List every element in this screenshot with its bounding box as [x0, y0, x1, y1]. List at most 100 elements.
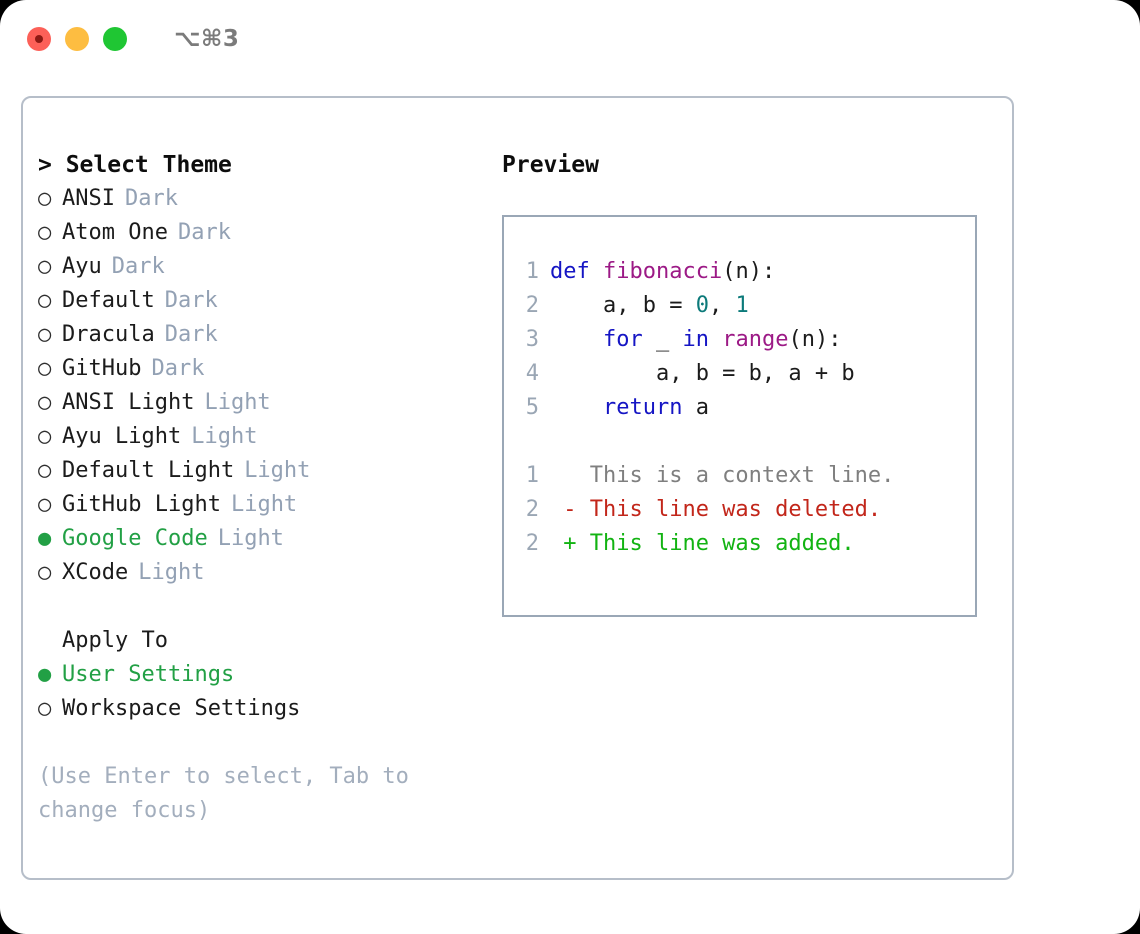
code-token-punc: (n): [722, 259, 776, 284]
code-token-pl: a, b = [550, 293, 696, 318]
theme-variant-tag: Light [204, 390, 271, 415]
diff-line-text: + This line was added. [550, 531, 855, 556]
code-token-pl [709, 327, 722, 352]
code-token-fn: range [722, 327, 789, 352]
theme-option-label: GitHub Light [62, 492, 221, 517]
code-line-text: a, b = 0, 1 [550, 289, 749, 323]
code-token-kw: for [550, 327, 643, 352]
theme-option-label: Dracula [62, 322, 155, 347]
theme-variant-tag: Dark [124, 186, 178, 211]
code-line-number: 2 [525, 293, 539, 318]
apply-to-option-list[interactable]: ● User Settings ○Workspace Settings [38, 658, 498, 726]
diff-line-text: This is a context line. [550, 463, 895, 488]
radio-unselected-icon[interactable]: ○ [38, 458, 52, 483]
code-token-punc: (n): [788, 327, 842, 352]
theme-variant-tag: Dark [111, 254, 165, 279]
theme-variant-tag: Light [244, 458, 311, 483]
code-line-number: 4 [525, 361, 539, 386]
radio-unselected-icon[interactable]: ○ [38, 390, 52, 415]
minimize-window-icon[interactable] [65, 27, 89, 51]
diff-line-ctx: 1 This is a context line. [504, 459, 975, 493]
theme-variant-tag: Dark [151, 356, 205, 381]
select-theme-heading: > Select Theme [38, 152, 232, 178]
code-token-pl: _ [642, 327, 683, 352]
radio-unselected-icon[interactable]: ○ [38, 322, 52, 347]
code-line: 4 a, b = b, a + b [504, 357, 975, 391]
radio-unselected-icon[interactable]: ○ [38, 560, 52, 585]
radio-unselected-icon[interactable]: ○ [38, 186, 52, 211]
theme-option-github-light[interactable]: ○ GitHub Light Light [38, 488, 498, 522]
theme-variant-tag: Dark [164, 322, 218, 347]
radio-unselected-icon[interactable]: ○ [38, 288, 52, 313]
code-line-text: a, b = b, a + b [550, 357, 855, 391]
theme-option-label: XCode [62, 560, 129, 585]
theme-variant-tag: Light [230, 492, 298, 517]
theme-variant-tag: Dark [177, 220, 231, 245]
code-line: 5 return a [504, 391, 975, 425]
code-line-text: for _ in range(n): [550, 323, 841, 357]
preview-heading: Preview [502, 152, 599, 178]
diff-line-add: 2 + This line was added. [504, 527, 975, 561]
radio-unselected-icon[interactable]: ○ [38, 356, 52, 381]
diff-line-text: - This line was deleted. [550, 497, 882, 522]
theme-option-dracula[interactable]: ○ Dracula Dark [38, 318, 498, 352]
theme-option-label: ANSI [62, 186, 115, 211]
code-line-number: 1 [525, 259, 539, 284]
theme-option-default-light[interactable]: ○ Default Light Light [38, 454, 498, 488]
close-window-icon[interactable] [27, 27, 51, 51]
apply-to-option-label: User Settings [62, 662, 235, 687]
theme-option-label: Ayu Light [62, 424, 182, 449]
theme-option-label: Default [62, 288, 155, 313]
theme-option-github[interactable]: ○ GitHub Dark [38, 352, 498, 386]
section-spacer [38, 590, 498, 624]
code-token-kw: in [682, 327, 709, 352]
theme-option-ayu[interactable]: ○ Ayu Dark [38, 250, 498, 284]
code-token-fn: fibonacci [602, 259, 723, 284]
theme-option-xcode[interactable]: ○ XCode Light [38, 556, 498, 590]
diff-sample: 1 This is a context line. 2 - This line w… [504, 459, 975, 561]
apply-to-option-user-settings[interactable]: ● User Settings [38, 658, 498, 692]
radio-selected-icon[interactable]: ● [38, 526, 52, 551]
radio-selected-icon[interactable]: ● [38, 662, 52, 687]
theme-option-label: Default Light [62, 458, 235, 483]
code-token-kw: def [550, 259, 603, 284]
code-line-number: 5 [525, 395, 539, 420]
code-token-kw: return [550, 395, 683, 420]
theme-option-label: GitHub [62, 356, 142, 381]
apply-to-option-workspace-settings[interactable]: ○Workspace Settings [38, 692, 498, 726]
theme-option-ansi[interactable]: ○ ANSI Dark [38, 182, 498, 216]
radio-unselected-icon[interactable]: ○ [38, 492, 52, 517]
maximize-window-icon[interactable] [103, 27, 127, 51]
code-line-number: 3 [525, 327, 539, 352]
diff-line-number: 2 [525, 531, 539, 556]
keyboard-shortcut-label: ⌥⌘3 [174, 26, 240, 52]
radio-unselected-icon[interactable]: ○ [38, 424, 52, 449]
radio-unselected-icon[interactable]: ○ [38, 696, 52, 721]
code-line: 1 def fibonacci(n): [504, 255, 975, 289]
radio-unselected-icon[interactable]: ○ [38, 254, 52, 279]
code-line-text: def fibonacci(n): [550, 255, 775, 289]
traffic-lights [27, 27, 127, 51]
radio-unselected-icon[interactable]: ○ [38, 220, 52, 245]
code-line: 3 for _ in range(n): [504, 323, 975, 357]
theme-variant-tag: Light [138, 560, 205, 585]
code-token-pl: , [708, 293, 736, 318]
code-token-pl: a [682, 395, 709, 420]
code-diff-spacer [504, 425, 975, 459]
code-line: 2 a, b = 0, 1 [504, 289, 975, 323]
theme-option-label: Google Code [62, 526, 208, 551]
diff-line-number: 2 [525, 497, 539, 522]
theme-option-label: Ayu [62, 254, 102, 279]
code-token-num: 0 [695, 293, 709, 318]
